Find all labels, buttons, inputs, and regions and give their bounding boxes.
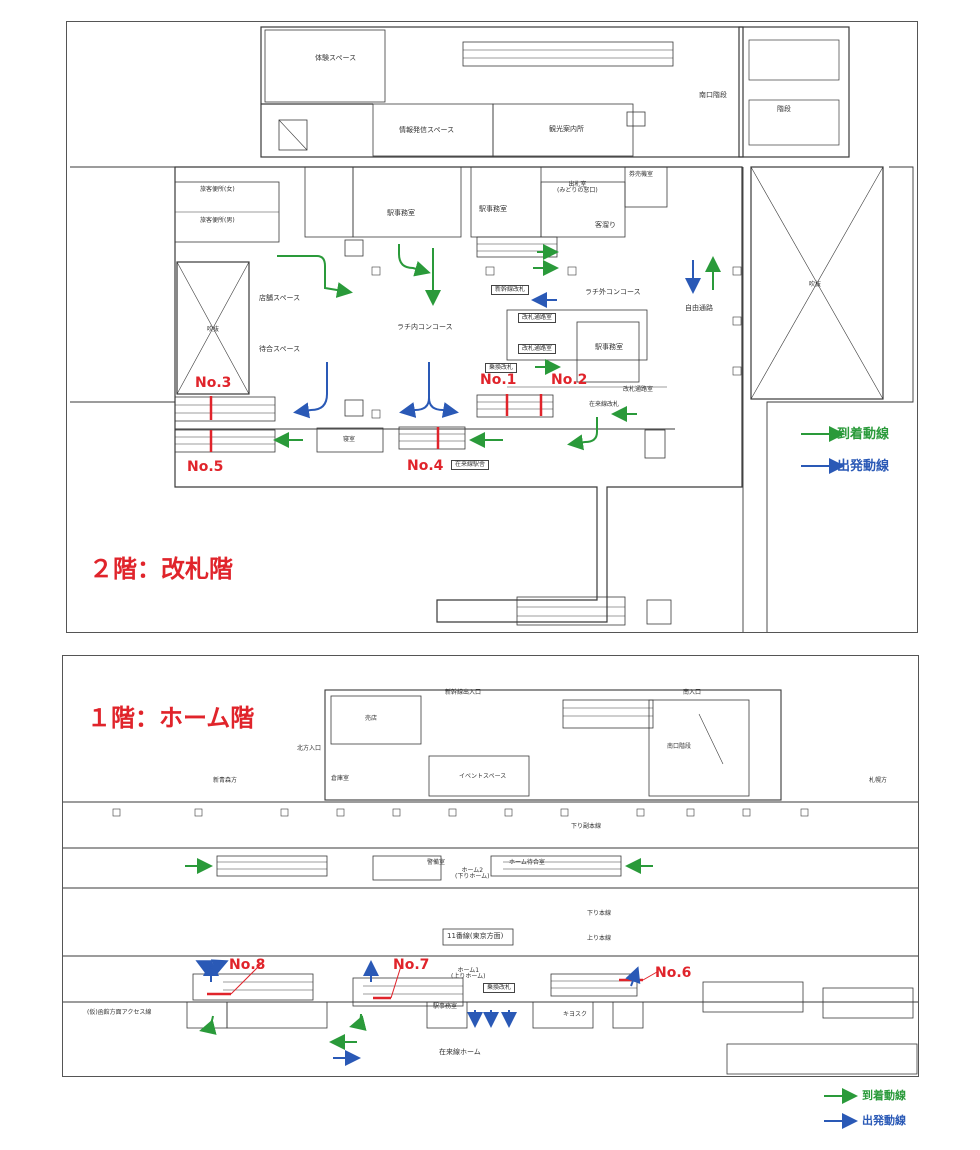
label-tenpo: 店舗スペース [259, 294, 301, 302]
label-ryokaku-male: 旅客便所(男) [200, 217, 235, 224]
label-nobori-hon: 上り本線 [587, 935, 612, 942]
kanko-room [492, 103, 634, 157]
label-jiyu-tsuro: 自由通路 [685, 304, 713, 312]
label-hakodate-access: (仮)函館方面アクセス線 [87, 1009, 152, 1016]
marker-no8: No.8 [229, 957, 266, 973]
floor1-plan [63, 689, 918, 1075]
label-kudari-fukuhon: 下り副本線 [571, 823, 602, 830]
south-stair [738, 26, 850, 158]
label-taiken: 体験スペース [315, 54, 357, 62]
label-line11: 11番線(東京方面) [447, 932, 504, 940]
station-building [324, 689, 782, 801]
label-machiai: 待合スペース [259, 345, 301, 353]
floor2-title: ２階：改札階 [89, 555, 233, 583]
label-kaidan: 階段 [777, 105, 791, 113]
taiken-room [264, 29, 386, 103]
label-ryokaku-female: 旅客便所(女) [200, 186, 235, 193]
label-kita-entrance: 北方入口 [297, 745, 322, 752]
label-eki-jimu3: 駅事務室 [595, 343, 623, 351]
label-event: イベントスペース [459, 773, 507, 780]
label-fukinuke1: 吹抜 [207, 326, 220, 333]
label-ryokakushitsu: 寝室 [343, 436, 356, 443]
label-kaisatsu-tsuro2: 改札通路室 [518, 344, 557, 354]
upper-hall [260, 26, 744, 158]
label-minamiguchi-entrance: 南入口 [683, 689, 702, 696]
label-shinkansen-entrance: 新幹線出入口 [445, 689, 482, 696]
marker-no6: No.6 [655, 965, 692, 981]
floor1-panel: １階：ホーム階 新幹線出入口 南入口 売店 北方入口 新青森方 イベントスペース… [62, 655, 919, 1077]
concourse-outline [174, 166, 743, 623]
label-kiosk: キヨスク [563, 1011, 588, 1018]
floor2-plan [70, 26, 914, 632]
marker-no5: No.5 [187, 459, 224, 475]
label-norikae: 乗換改札 [485, 363, 518, 373]
label-baiten: 売店 [365, 715, 378, 722]
label-zairai-eki: 在来線駅舎 [451, 460, 490, 470]
label-eki-jimu-1f: 駅事務室 [433, 1003, 458, 1010]
escalator-top [462, 41, 674, 67]
label-ratchi-uchi: ラチ内コンコース [397, 323, 453, 331]
marker-no3: No.3 [195, 375, 232, 391]
label-to-sapporo: 札幌方 [869, 777, 888, 784]
label-zairai-renraku: 乗換改札 [483, 983, 516, 993]
label-kaisatsu-tsuro3: 改札通路室 [623, 386, 654, 393]
right-void [750, 166, 884, 400]
label-eki-jimu2: 駅事務室 [479, 205, 507, 213]
label-kyakudamari: 客溜り [595, 221, 616, 229]
label-ratchi-soto: ラチ外コンコース [585, 288, 641, 296]
label-minamiguchi-kaidan1: 南口階段 [667, 743, 692, 750]
marker-no4: No.4 [407, 458, 444, 474]
floor2-panel: 体験スペース 南口階段 階段 情報発信スペース 観光案内所 旅客便所(女) 旅客… [66, 21, 918, 633]
label-home2: ホーム2 (下りホーム) [455, 867, 490, 880]
label-zairai-gate: 在来線改札 [589, 401, 620, 408]
floor1-title: １階：ホーム階 [87, 704, 255, 732]
legend1-departure: 出発動線 [862, 1114, 906, 1127]
left-void [176, 261, 250, 395]
label-shinkansen-gate: 新幹線改札 [491, 285, 530, 295]
label-zairai-home: 在来線ホーム [439, 1048, 481, 1056]
label-joho: 情報発信スペース [399, 126, 455, 134]
label-home-machiai: ホーム待合室 [509, 859, 545, 866]
legend-departure: 出発動線 [837, 459, 890, 474]
label-kudari-hon: 下り本線 [587, 910, 612, 917]
marker-no7: No.7 [393, 957, 430, 973]
label-kaisatsu-tsuro1: 改札通路室 [518, 313, 557, 323]
label-to-shinaomori: 新青森方 [213, 777, 238, 784]
label-home-keibi: 警備室 [427, 859, 446, 866]
label-fukinuke2: 吹抜 [809, 281, 822, 288]
label-ticket-office: 出札室 (みどりの窓口) [557, 181, 598, 194]
label-minamiguchi-kaidan: 南口階段 [699, 91, 727, 99]
label-home1: ホーム1 (上りホーム) [451, 967, 486, 980]
label-eki-jimu1: 駅事務室 [387, 209, 415, 217]
legend-arrival: 到着動線 [837, 427, 890, 442]
marker-no1: No.1 [480, 372, 517, 388]
label-kanko: 観光案内所 [549, 125, 584, 133]
legend1-arrival: 到着動線 [862, 1089, 906, 1102]
label-kenbai: 券売機室 [629, 171, 654, 178]
marker-no2: No.2 [551, 372, 588, 388]
label-jimu: 倉庫室 [331, 775, 350, 782]
